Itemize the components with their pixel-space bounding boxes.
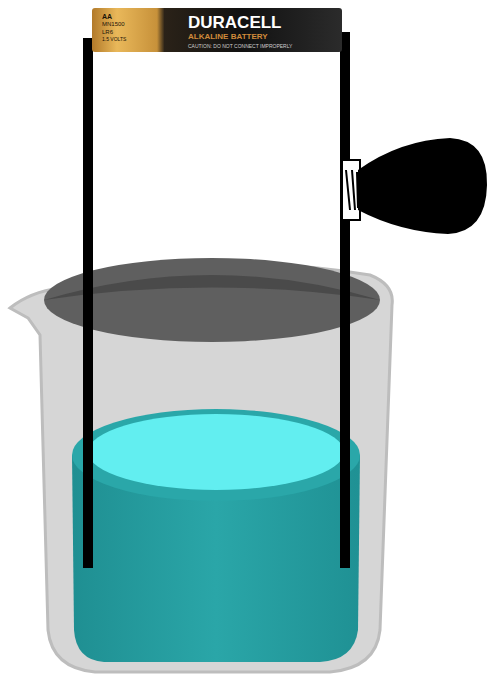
dropper-collar [342,160,360,220]
liquid-surface [88,414,344,490]
dropper-ribs [346,170,358,210]
voltage-rating: 1.5 VOLTS [102,37,126,42]
iec-code: LR6 [102,29,113,35]
wire [83,38,93,568]
dropper-bulb [358,138,487,234]
caution-note: CAUTION: DO NOT CONNECT IMPROPERLY [188,44,292,49]
battery-type: ALKALINE BATTERY [188,33,268,41]
battery: AAMN1500LR6 1.5 VOLTS DURACELL ALKALINE BAT… [92,8,342,52]
brand-name: DURACELL [188,14,282,31]
beaker-rim [44,275,380,300]
liquid-surface-edge [72,409,360,501]
beaker-opening [44,258,380,342]
wire [340,32,350,568]
battery-size: AA [102,13,112,20]
model-number: MN1500 [102,21,125,27]
